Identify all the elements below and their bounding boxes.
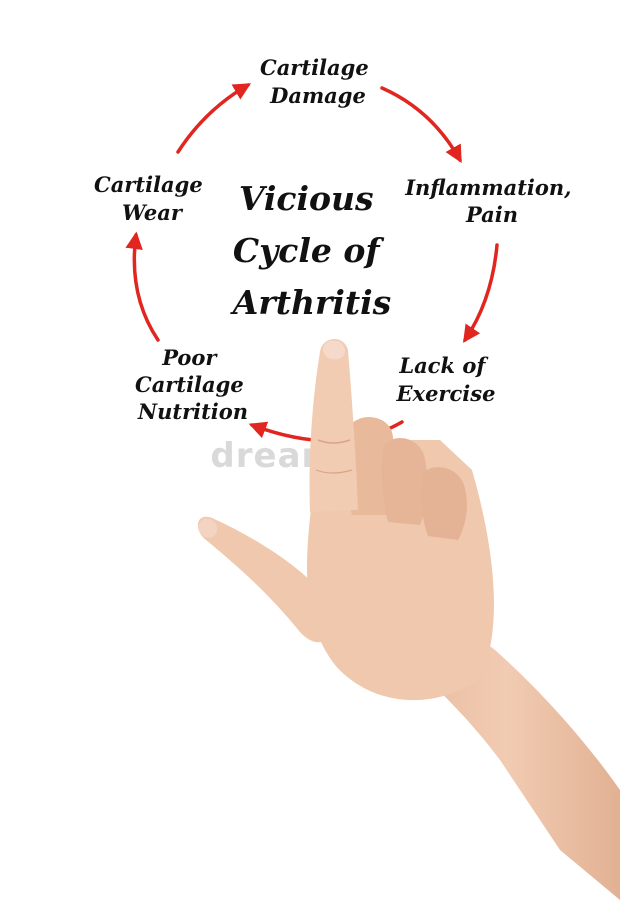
node-poor-cartilage-nutrition-line-2: Cartilage <box>135 372 244 397</box>
title-line-3: Arthritis <box>230 283 392 322</box>
ring-finger <box>381 437 428 525</box>
node-lack-of-exercise: Lack of Exercise <box>396 353 496 406</box>
node-lack-of-exercise-line-2: Exercise <box>396 381 496 406</box>
thumb-nail <box>198 518 218 538</box>
node-cartilage-damage-line-2: Damage <box>269 83 366 108</box>
node-cartilage-wear-line-2: Wear <box>122 200 184 225</box>
node-poor-cartilage-nutrition: Poor Cartilage Nutrition <box>135 345 251 424</box>
node-lack-of-exercise-line-1: Lack of <box>398 353 489 378</box>
forearm <box>395 633 620 900</box>
index-lower-crease <box>315 469 353 474</box>
node-cartilage-wear: Cartilage Wear <box>94 172 210 225</box>
node-cartilage-damage-line-1: Cartilage <box>260 55 369 80</box>
title-line-1: Vicious <box>239 179 374 218</box>
diagram-title: Vicious Cycle of Arthritis <box>230 179 392 322</box>
index-finger <box>309 338 358 512</box>
arrow-nutrition-to-wear <box>125 231 160 342</box>
title-line-2: Cycle of <box>233 231 385 270</box>
node-poor-cartilage-nutrition-line-3: Nutrition <box>137 399 248 424</box>
node-inflammation-pain-line-2: Pain <box>465 202 518 227</box>
arrow-inflammation-to-lack-of-exercise <box>463 243 499 343</box>
arrow-wear-to-damage <box>176 83 252 154</box>
index-knuckle-crease <box>317 439 351 444</box>
index-fingernail <box>323 340 346 360</box>
thumb <box>197 516 332 643</box>
little-finger <box>421 467 467 540</box>
node-cartilage-wear-line-1: Cartilage <box>94 172 203 197</box>
node-cartilage-damage: Cartilage Damage <box>260 55 376 108</box>
node-inflammation-pain-line-1: Inflammation, <box>404 175 571 200</box>
pointing-hand-icon <box>197 338 620 900</box>
node-poor-cartilage-nutrition-line-1: Poor <box>161 345 218 370</box>
arrow-damage-to-inflammation <box>380 86 462 164</box>
node-inflammation-pain: Inflammation, Pain <box>404 175 579 227</box>
